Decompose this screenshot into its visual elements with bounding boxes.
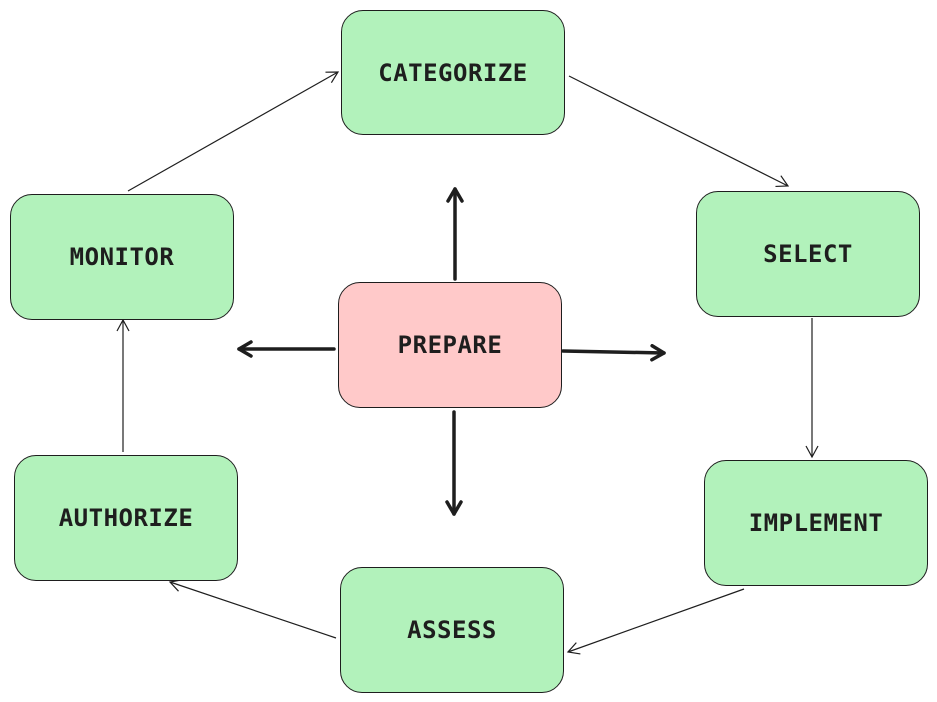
node-monitor[interactable]: MONITOR [10, 194, 234, 320]
node-implement[interactable]: IMPLEMENT [704, 460, 928, 586]
arrow-prepare-right [561, 344, 666, 362]
node-implement-label: IMPLEMENT [748, 509, 884, 537]
arrow-monitor-to-categorize [127, 71, 340, 192]
arrow-implement-to-assess [566, 588, 745, 655]
node-monitor-label: MONITOR [69, 243, 175, 271]
node-select[interactable]: SELECT [696, 191, 920, 317]
node-assess-label: ASSESS [407, 616, 497, 644]
arrow-assess-to-authorize [168, 579, 337, 639]
node-authorize-label: AUTHORIZE [58, 504, 194, 532]
node-prepare[interactable]: PREPARE [338, 282, 562, 408]
node-categorize-label: CATEGORIZE [378, 58, 528, 87]
arrow-categorize-to-select [568, 75, 790, 188]
node-prepare-label: PREPARE [397, 331, 503, 359]
node-assess[interactable]: ASSESS [340, 567, 564, 693]
node-authorize[interactable]: AUTHORIZE [14, 455, 238, 581]
node-select-label: SELECT [763, 240, 853, 268]
node-categorize[interactable]: CATEGORIZE [341, 10, 565, 135]
